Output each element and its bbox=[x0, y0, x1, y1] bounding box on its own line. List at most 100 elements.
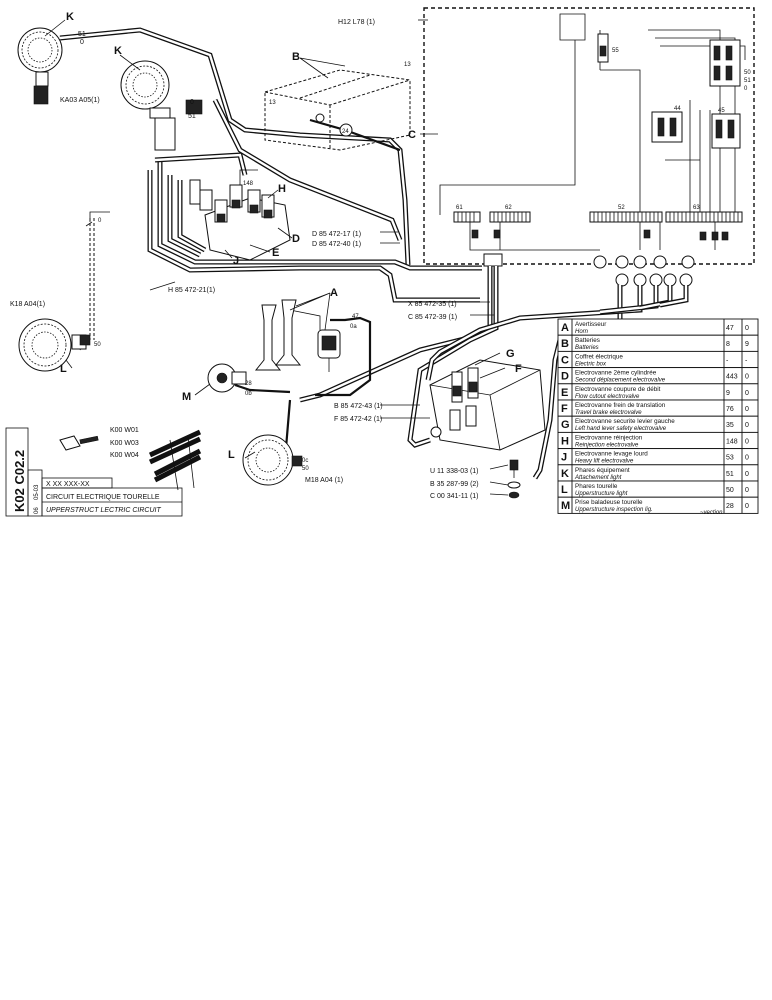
terminal-50-box: 50 bbox=[744, 70, 751, 76]
title-english: UPPERSTRUCT LECTRIC CIRCUIT bbox=[46, 507, 161, 514]
legend-wire-number: 76 bbox=[726, 406, 734, 413]
legend-wire-number: 9 bbox=[726, 390, 730, 397]
side-code-1: 05-03 bbox=[34, 484, 40, 500]
terminal-50-l-left: 50 bbox=[94, 342, 101, 348]
legend-ground-number: 0 bbox=[745, 390, 749, 397]
letter-f: F bbox=[515, 363, 522, 375]
legend-french: Electrovanne réinjection bbox=[575, 434, 643, 441]
legend-letter: J bbox=[561, 452, 567, 464]
legend-french: Prise baladeuse tourelle bbox=[575, 499, 643, 506]
callout-u11: U 11 338-03 (1) bbox=[430, 468, 479, 475]
terminal-55: 55 bbox=[612, 48, 619, 54]
callout-k18: K18 A04(1) bbox=[10, 301, 45, 308]
letter-m: M bbox=[182, 391, 191, 403]
svg-text:13: 13 bbox=[269, 100, 276, 106]
legend-ground-number: 0 bbox=[745, 455, 749, 462]
legend-wire-number: 35 bbox=[726, 422, 734, 429]
terminal-0-k-second: 0 bbox=[190, 99, 194, 106]
legend-letter: B bbox=[561, 338, 569, 350]
legend-english: Batteries bbox=[575, 345, 599, 351]
callout-h-harness: H 85 472-21(1) bbox=[168, 287, 215, 294]
legend-wire-number: 47 bbox=[726, 325, 734, 332]
legend-ground-number: 0 bbox=[745, 325, 749, 332]
svg-text:24: 24 bbox=[342, 129, 349, 135]
box-connectors bbox=[483, 253, 695, 287]
legend-wire-number: 50 bbox=[726, 487, 734, 494]
terminal-63: 63 bbox=[693, 205, 700, 211]
legend-letter: A bbox=[561, 322, 569, 334]
legend-ground-number: 0 bbox=[745, 438, 749, 445]
inspection-plug-m: 28 0b bbox=[207, 363, 252, 397]
corner-note: ~vection bbox=[700, 510, 723, 516]
legend-english: Flow cutout electrovalve bbox=[575, 394, 640, 400]
svg-text:13: 13 bbox=[404, 62, 411, 68]
legend-ground-number: - bbox=[745, 357, 748, 364]
letter-a: A bbox=[330, 287, 338, 299]
legend-english: Heavy lift electrovalve bbox=[575, 459, 634, 465]
legend-french: Electrovanne frein de translation bbox=[575, 402, 666, 409]
legend-wire-number: 443 bbox=[726, 374, 738, 381]
legend-english: Horn bbox=[575, 329, 589, 335]
legend-letter: M bbox=[561, 500, 570, 512]
letter-l-left: L bbox=[60, 363, 67, 375]
letter-b: B bbox=[292, 51, 300, 63]
terminal-0-box: 0 bbox=[744, 86, 748, 92]
upperstructure-light-l-left: 50 0 bbox=[18, 218, 102, 372]
legend-wire-number: 8 bbox=[726, 341, 730, 348]
legend-french: Electrovanne 2ème cylindrée bbox=[575, 370, 657, 377]
terminal-62: 62 bbox=[505, 205, 512, 211]
letter-d: D bbox=[292, 233, 300, 245]
legend-letter: D bbox=[561, 371, 569, 383]
legend-english: Electric box bbox=[575, 361, 607, 367]
terminal-51-k-second: 51 bbox=[188, 113, 196, 120]
letter-k-second: K bbox=[114, 45, 122, 57]
legend-english: Upperstructure inspection lig. bbox=[575, 507, 653, 513]
small-parts bbox=[59, 429, 202, 491]
letter-h: H bbox=[278, 183, 286, 195]
callout-ka03: KA03 A05(1) bbox=[60, 97, 100, 104]
letter-k-top: K bbox=[66, 11, 74, 23]
title-block: K02 C02.2 05-03 06 X XX XXX-XX CIRCUIT E… bbox=[5, 427, 183, 517]
legend-letter: F bbox=[561, 403, 568, 415]
callout-k00-w01: K00 W01 bbox=[110, 427, 139, 434]
batteries-b: 24 13 13 bbox=[264, 62, 411, 151]
terminal-28: 28 bbox=[245, 381, 252, 387]
legend-french: Electrovanne levage lourd bbox=[575, 451, 648, 458]
callout-x: X 85 472-35 (1) bbox=[408, 301, 457, 308]
title-french: CIRCUIT ELECTRIQUE TOURELLE bbox=[46, 494, 160, 501]
legend-letter: E bbox=[561, 387, 568, 399]
legend-english: Reinjection electrovalve bbox=[575, 442, 639, 448]
callout-k00-w03: K00 W03 bbox=[110, 440, 139, 447]
terminal-0c: 0c bbox=[302, 458, 308, 464]
legend-ground-number: 9 bbox=[745, 341, 749, 348]
legend-french: Phares tourelle bbox=[575, 483, 618, 490]
legend-wire-number: 148 bbox=[726, 438, 738, 445]
legend-row bbox=[557, 496, 759, 514]
callout-h12: H12 L78 (1) bbox=[338, 19, 375, 26]
legend-ground-number: 0 bbox=[745, 471, 749, 478]
attachment-light-k-top: 51 0 bbox=[17, 27, 86, 105]
legend-letter: L bbox=[561, 484, 568, 496]
component-letters: K K B C H D E J A G F M L L bbox=[60, 11, 522, 461]
legend-wire-number: 53 bbox=[726, 455, 734, 462]
legend-ground-number: 0 bbox=[745, 487, 749, 494]
terminal-52: 52 bbox=[618, 205, 625, 211]
legend-ground-number: 0 bbox=[745, 422, 749, 429]
letter-l-bottom: L bbox=[228, 449, 235, 461]
callout-b2: B 85 472-43 (1) bbox=[334, 403, 383, 410]
legend-english: Upperstructure light bbox=[575, 491, 628, 497]
letter-e: E bbox=[272, 247, 279, 259]
part-callouts: H12 L78 (1) KA03 A05(1) D 85 472-17 (1) … bbox=[10, 19, 479, 500]
callout-c2: C 85 472-39 (1) bbox=[408, 314, 457, 321]
sheet-code: K02 C02.2 bbox=[12, 450, 27, 512]
terminal-148: 148 bbox=[243, 181, 254, 187]
terminal-0b: 0b bbox=[245, 391, 252, 397]
legend-ground-number: 0 bbox=[745, 374, 749, 381]
legend-wire-number: 28 bbox=[726, 503, 734, 510]
ref-box: X XX XXX-XX bbox=[46, 481, 90, 488]
legend-french: Coffret électrique bbox=[575, 353, 623, 360]
valve-block-g-f bbox=[429, 359, 546, 451]
callout-d2: D 85 472-40 (1) bbox=[312, 241, 361, 248]
legend-french: Phares équipement bbox=[575, 467, 630, 474]
callout-d1: D 85 472-17 (1) bbox=[312, 231, 361, 238]
